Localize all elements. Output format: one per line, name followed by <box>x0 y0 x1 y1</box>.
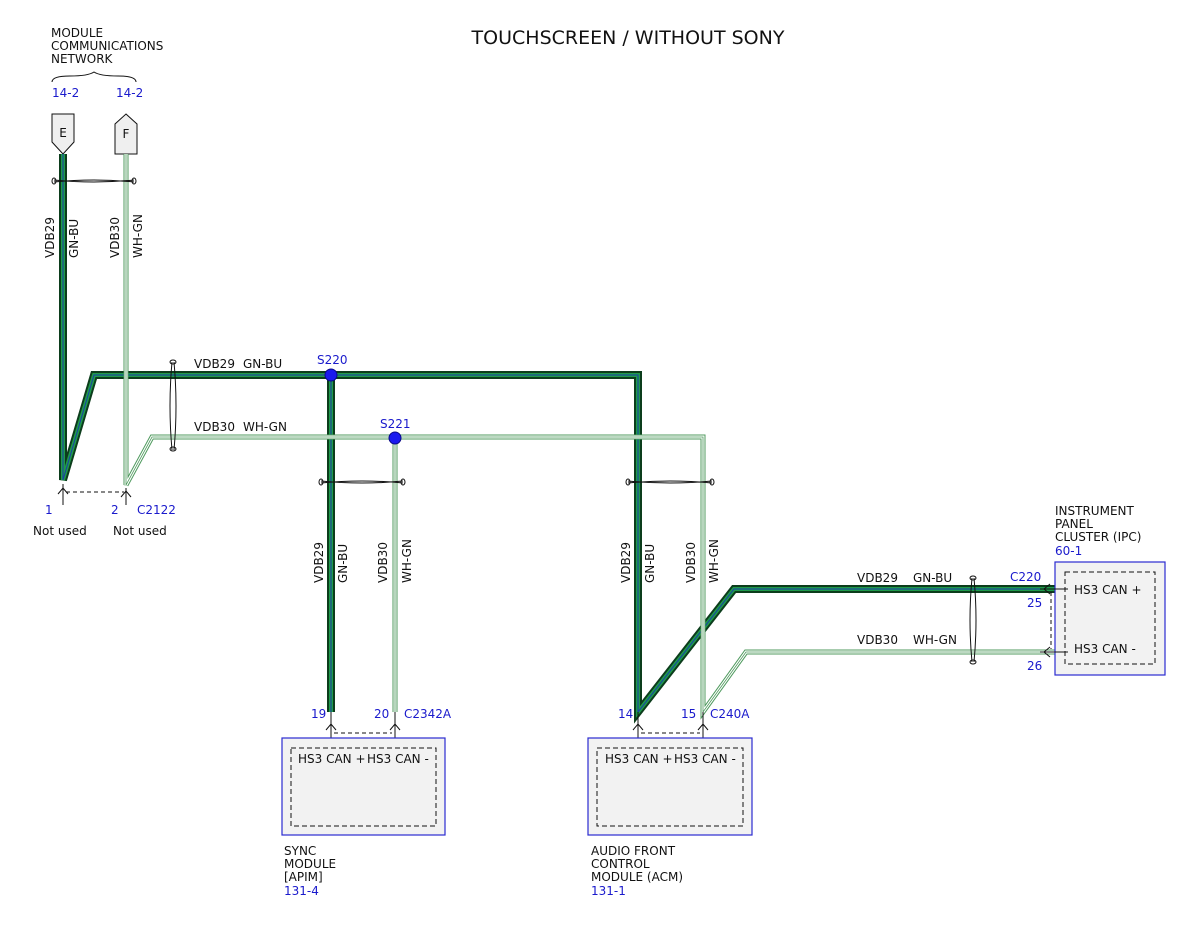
sync-ref[interactable]: 131-4 <box>284 884 319 898</box>
c2122-pin-2: 2 <box>111 503 119 517</box>
ipc-label-plus: HS3 CAN + <box>1074 583 1142 597</box>
wire-label-gnbu-sync: GN-BU <box>336 544 350 583</box>
ipc-pin-25: 25 <box>1027 596 1042 610</box>
wire-label-vdb29-acm: VDB29 <box>619 542 633 583</box>
acm-connector-name[interactable]: C240A <box>710 707 750 721</box>
wire-label-gnbu-top: GN-BU <box>67 219 81 258</box>
wire-label-vdb30-ipc: VDB30 <box>857 633 898 647</box>
splice-s220[interactable]: S220 <box>317 353 348 382</box>
wire-label-gnbu-ipc: GN-BU <box>913 571 952 585</box>
connector-flag-e[interactable]: E <box>51 113 75 155</box>
connector-flag-e-label: E <box>59 126 67 140</box>
acm-pin-15: 15 <box>681 707 696 721</box>
wire-label-vdb30-acm: VDB30 <box>684 542 698 583</box>
connector-flag-f[interactable]: F <box>114 113 138 155</box>
ipc-pin-26: 26 <box>1027 659 1042 673</box>
network-label-line-1: MODULE <box>51 26 103 40</box>
wire-label-vdb29-sync: VDB29 <box>312 542 326 583</box>
ipc-label-minus: HS3 CAN - <box>1074 642 1136 656</box>
wire-labels-vertical: VDB29 GN-BU VDB30 WH-GN VDB29 GN-BU VDB3… <box>43 214 721 583</box>
acm-ref[interactable]: 131-1 <box>591 884 626 898</box>
sync-pin-20: 20 <box>374 707 389 721</box>
network-brace <box>51 71 137 83</box>
c2122-pin-1-note: Not used <box>33 524 87 538</box>
acm-name-line-3: MODULE (ACM) <box>591 870 683 884</box>
ipc-ref[interactable]: 60-1 <box>1055 544 1082 558</box>
sync-connector-pins[interactable] <box>325 712 401 738</box>
ipc-name-line-1: INSTRUMENT <box>1055 504 1134 518</box>
wire-label-vdb29-ipc: VDB29 <box>857 571 898 585</box>
network-label-line-2: COMMUNICATIONS <box>51 39 163 53</box>
ipc-name-line-3: CLUSTER (IPC) <box>1055 530 1141 544</box>
sync-name-line-1: SYNC <box>284 844 316 858</box>
twist-symbols <box>51 177 977 665</box>
splice-s221-label: S221 <box>380 417 411 431</box>
wire-label-vdb30-sync: VDB30 <box>376 542 390 583</box>
sync-name-line-3: [APIM] <box>284 870 323 884</box>
wire-label-vdb30-h1: VDB30 <box>194 420 235 434</box>
acm-pin-14: 14 <box>618 707 633 721</box>
acm-name-line-1: AUDIO FRONT <box>591 844 676 858</box>
wire-label-whgn-h1: WH-GN <box>243 420 287 434</box>
sync-label-minus: HS3 CAN - <box>367 752 429 766</box>
diagram-title: TOUCHSCREEN / WITHOUT SONY <box>471 27 785 49</box>
acm-name-line-2: CONTROL <box>591 857 650 871</box>
acm-connector-pins[interactable] <box>632 712 709 738</box>
wire-label-gnbu-acm: GN-BU <box>643 544 657 583</box>
wire-label-whgn-top: WH-GN <box>131 214 145 258</box>
sync-pin-19: 19 <box>311 707 326 721</box>
ipc-module-box[interactable] <box>1054 561 1166 676</box>
network-ref-f[interactable]: 14-2 <box>116 86 143 100</box>
sync-connector-name[interactable]: C2342A <box>404 707 452 721</box>
wire-label-vdb29-h1: VDB29 <box>194 357 235 371</box>
ipc-name-line-2: PANEL <box>1055 517 1093 531</box>
acm-label-plus: HS3 CAN + <box>605 752 673 766</box>
wire-label-whgn-acm: WH-GN <box>707 539 721 583</box>
connector-c2122[interactable] <box>57 484 132 505</box>
wire-label-gnbu-h1: GN-BU <box>243 357 282 371</box>
wire-label-vdb29-top: VDB29 <box>43 217 57 258</box>
wire-vdb30-whgn <box>123 154 1062 720</box>
wire-label-vdb30-top: VDB30 <box>108 217 122 258</box>
splice-s220-label: S220 <box>317 353 348 367</box>
wire-label-whgn-ipc: WH-GN <box>913 633 957 647</box>
sync-module-box[interactable] <box>281 737 446 836</box>
splice-s221[interactable]: S221 <box>380 417 411 445</box>
connector-flag-f-label: F <box>123 127 130 141</box>
wire-label-whgn-sync: WH-GN <box>400 539 414 583</box>
c2122-pin-1: 1 <box>45 503 53 517</box>
ipc-connector-pins[interactable] <box>1040 583 1068 658</box>
network-label: MODULE COMMUNICATIONS NETWORK 14-2 14-2 <box>51 26 163 100</box>
sync-label-plus: HS3 CAN + <box>298 752 366 766</box>
acm-label-minus: HS3 CAN - <box>674 752 736 766</box>
acm-module-box[interactable] <box>587 737 753 836</box>
c2122-name[interactable]: C2122 <box>137 503 176 517</box>
wire-vdb29-gnbu <box>59 154 1062 724</box>
c2122-pin-2-note: Not used <box>113 524 167 538</box>
wire-labels-horizontal: VDB29 GN-BU VDB30 WH-GN VDB29 GN-BU VDB3… <box>194 357 957 647</box>
ipc-connector-name[interactable]: C220 <box>1010 570 1041 584</box>
network-label-line-3: NETWORK <box>51 52 114 66</box>
network-ref-e[interactable]: 14-2 <box>52 86 79 100</box>
sync-name-line-2: MODULE <box>284 857 336 871</box>
